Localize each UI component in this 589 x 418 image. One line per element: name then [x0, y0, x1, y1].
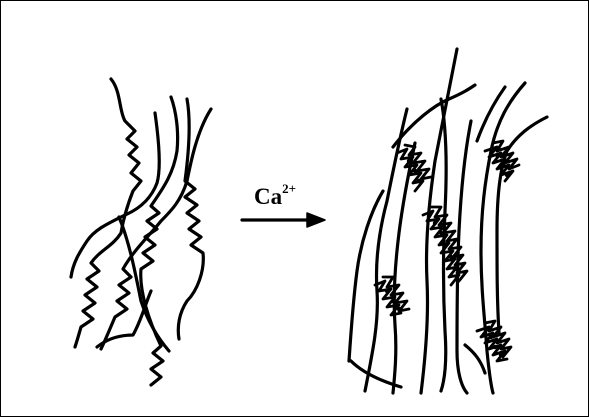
calcium-ion-dot: [407, 159, 411, 163]
calcium-ion-dot: [505, 173, 509, 177]
calcium-ion-dot: [493, 345, 497, 349]
egg-box-junction: [477, 321, 511, 361]
calcium-ion-dot: [433, 221, 437, 225]
calcium-ion-dot: [489, 335, 493, 339]
calcium-ion-dot: [499, 353, 503, 357]
polymer-chain: [101, 109, 211, 349]
random-coil-chains: [71, 79, 211, 385]
calcium-ion-dot: [413, 169, 417, 173]
calcium-ion-dot: [391, 299, 395, 303]
calcium-ion-dot: [397, 307, 401, 311]
calcium-ion-dot: [443, 243, 447, 247]
calcium-ion-dot: [453, 267, 457, 271]
ion-charge: 2+: [282, 181, 296, 196]
calcium-ion-dot: [385, 289, 389, 293]
ion-symbol: Ca: [254, 184, 282, 209]
calcium-ion-dot: [417, 179, 421, 183]
polymer-chain: [393, 143, 415, 393]
aligned-chains: [349, 49, 547, 393]
polymer-chain: [465, 345, 485, 373]
arrow-label: Ca2+: [254, 184, 296, 210]
calcium-ion-dot: [495, 153, 499, 157]
calcium-ion-dot: [449, 255, 453, 259]
reaction-arrow: [242, 213, 325, 227]
arrow-head: [307, 213, 325, 227]
polymer-chain: [477, 87, 505, 141]
calcium-ion-dot: [439, 231, 443, 235]
egg-box-junction: [375, 277, 409, 315]
calcium-ion-dot: [501, 163, 505, 167]
